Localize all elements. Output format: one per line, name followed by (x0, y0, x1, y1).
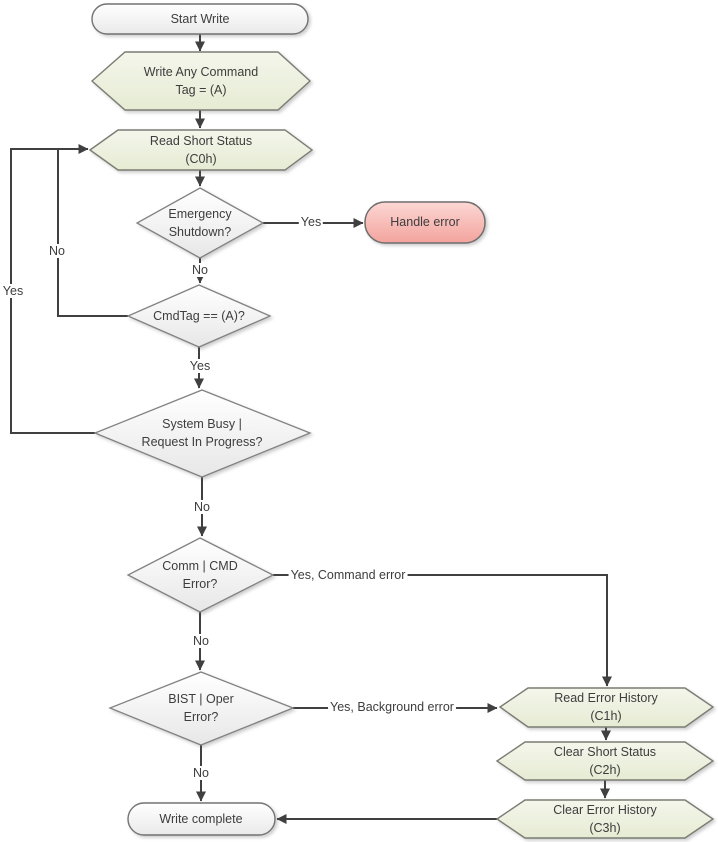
node-emergency-shutdown-line1: Emergency (168, 207, 232, 221)
edge-label-comm-yes: Yes, Command error (288, 568, 408, 582)
node-write-any-command-line1: Write Any Command (143, 65, 259, 79)
clear-short-status-shape (495, 741, 715, 781)
node-handle-error: Handle error (390, 215, 460, 229)
node-emergency-shutdown-line2: Shutdown? (168, 225, 232, 239)
node-bist-oper-error-line1: BIST | Oper (168, 692, 234, 706)
read-error-history-shape (498, 687, 715, 728)
read-short-status-shape (88, 129, 314, 171)
handle-error-shape (364, 201, 486, 244)
edge-label-cmdtag-no-loop: No (47, 244, 67, 258)
node-emergency-shutdown: Emergency Shutdown? (168, 205, 231, 241)
edge-label-bist-no: No (191, 766, 211, 780)
node-clear-short-status-line2: (C2h) (589, 763, 621, 777)
node-write-complete: Write complete (159, 812, 243, 826)
node-clear-short-status-line1: Clear Short Status (553, 745, 657, 759)
node-system-busy-line1: System Busy | (162, 417, 242, 431)
node-read-error-history: Read Error History (C1h) (554, 689, 658, 725)
node-write-any-command: Write Any Command Tag = (A) (144, 63, 258, 99)
connector-group (10, 34, 612, 824)
write-any-command-shape (90, 51, 312, 111)
node-cmd-tag: CmdTag == (A)? (153, 309, 245, 323)
node-clear-error-history-line2: (C3h) (589, 821, 621, 835)
start-write-shape (91, 3, 309, 35)
write-complete-shape (127, 802, 276, 836)
edge-label-bist-yes: Yes, Background error (328, 700, 456, 714)
edge-label-systembusy-no: No (192, 500, 212, 514)
edge-cmdtag-no-loop (57, 149, 128, 317)
emergency-shutdown-shape (135, 187, 265, 259)
node-comm-cmd-error: Comm | CMD Error? (162, 557, 237, 593)
node-read-short-status: Read Short Status (C0h) (150, 132, 252, 168)
node-system-busy-line2: Request In Progress? (141, 435, 263, 449)
node-read-short-status-line1: Read Short Status (149, 134, 253, 148)
bist-oper-error-shape (108, 671, 295, 746)
system-busy-shape (93, 389, 312, 478)
node-write-any-command-line2: Tag = (A) (175, 83, 227, 97)
cmd-tag-shape (126, 284, 272, 348)
node-bist-oper-error-line2: Error? (183, 710, 219, 724)
node-comm-cmd-error-line2: Error? (182, 577, 218, 591)
node-read-error-history-line1: Read Error History (554, 691, 658, 705)
node-clear-error-history: Clear Error History (C3h) (553, 801, 657, 837)
node-read-error-history-line2: (C1h) (590, 709, 622, 723)
edge-comm-yes (273, 574, 612, 687)
node-comm-cmd-error-line1: Comm | CMD (162, 559, 238, 573)
edge-label-emergency-yes: Yes (298, 215, 324, 229)
node-bist-oper-error: BIST | Oper Error? (168, 690, 234, 726)
node-system-busy: System Busy | Request In Progress? (142, 415, 263, 451)
comm-cmd-error-shape (126, 537, 275, 613)
edge-label-emergency-no: No (190, 263, 210, 277)
node-clear-short-status: Clear Short Status (C2h) (554, 743, 656, 779)
node-start-write: Start Write (170, 12, 230, 26)
node-clear-error-history-line1: Clear Error History (553, 803, 657, 817)
node-read-short-status-line2: (C0h) (185, 152, 217, 166)
edge-label-systembusy-yes-loop: Yes (0, 284, 26, 298)
edge-label-comm-no: No (191, 634, 211, 648)
clear-error-history-shape (495, 799, 715, 839)
edge-label-cmdtag-yes: Yes (187, 359, 213, 373)
